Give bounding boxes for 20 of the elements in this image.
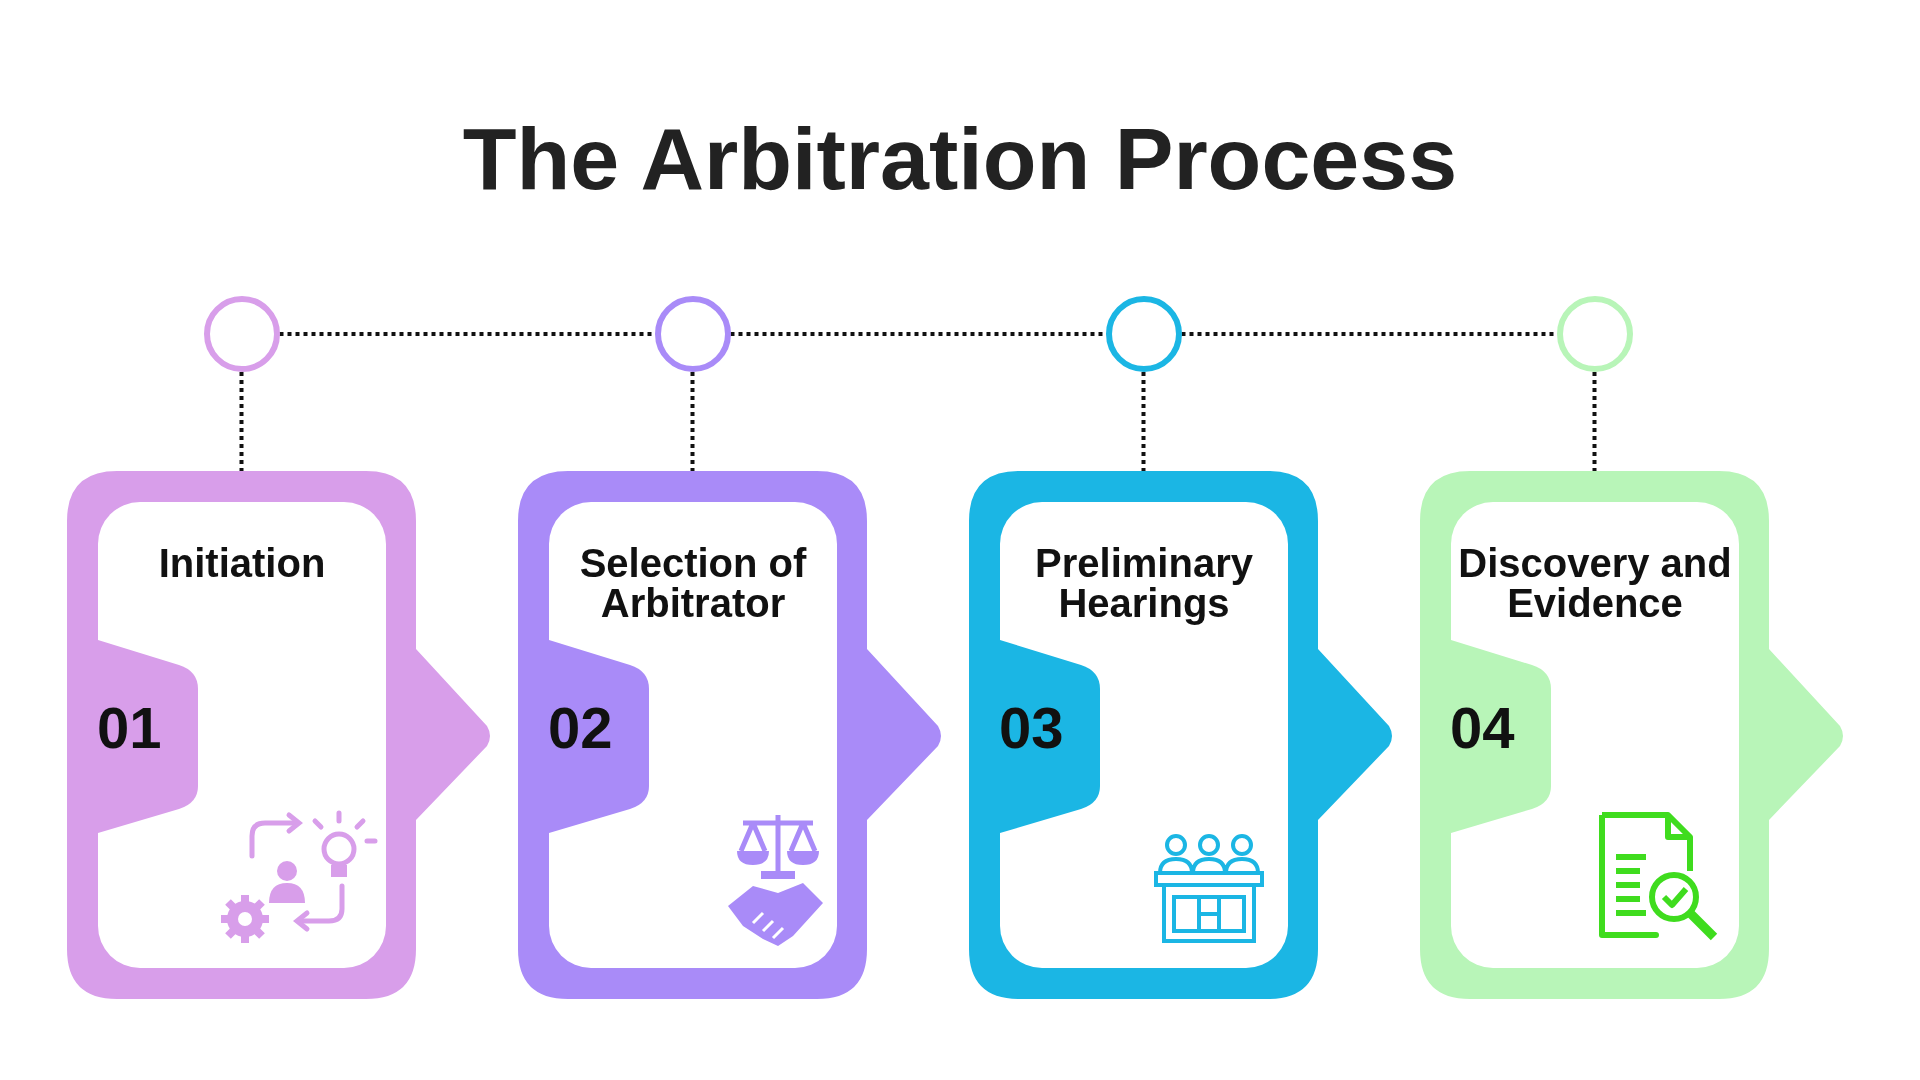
dotted-connector — [690, 372, 695, 471]
step-title: Initiation — [157, 543, 327, 583]
step-number: 04 — [1450, 699, 1515, 757]
step-number: 02 — [548, 699, 613, 757]
title: The Arbitration Process — [462, 109, 1458, 208]
step-title: Preliminary Hearings — [1034, 543, 1254, 623]
dotted-connector — [1592, 372, 1597, 471]
step-card — [969, 471, 1395, 999]
step-number: 01 — [97, 699, 162, 757]
dotted-connector — [1141, 372, 1146, 471]
step-number: 03 — [999, 699, 1064, 757]
dotted-connector — [1181, 332, 1557, 336]
dotted-connector — [239, 372, 244, 471]
dotted-connector — [730, 332, 1106, 336]
step-card — [67, 471, 493, 999]
dotted-connector — [279, 332, 655, 336]
step-card — [518, 471, 944, 999]
step-title: Selection of Arbitrator — [578, 543, 808, 623]
step-card — [1420, 471, 1846, 999]
step-title: Discovery and Evidence — [1457, 543, 1733, 623]
